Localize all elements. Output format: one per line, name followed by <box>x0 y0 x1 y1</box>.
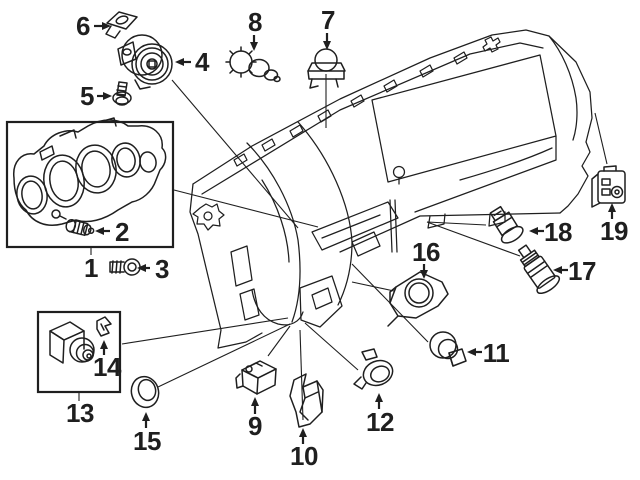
part-5-screw[interactable] <box>112 81 132 106</box>
callout-16-arrow <box>420 264 428 279</box>
part-12-ring-clip[interactable] <box>353 348 396 390</box>
leader-line-19 <box>594 112 608 165</box>
callout-4-arrow <box>175 58 191 66</box>
leader-line-17 <box>426 221 521 257</box>
callout-2[interactable]: 2 <box>115 217 129 247</box>
callout-8-arrow <box>250 35 258 51</box>
callout-9-arrow <box>251 397 259 414</box>
callout-1[interactable]: 1 <box>84 253 98 283</box>
callout-3[interactable]: 3 <box>155 254 169 284</box>
leader-line-12 <box>304 322 359 371</box>
callout-5-arrow <box>97 92 112 100</box>
callout-16[interactable]: 16 <box>412 237 440 267</box>
leader-line-13 <box>121 317 289 345</box>
callout-19[interactable]: 19 <box>600 216 628 246</box>
callout-11[interactable]: 11 <box>482 338 510 368</box>
part-13-sensor[interactable] <box>49 321 95 364</box>
leader-line-9 <box>267 325 291 357</box>
callout-10[interactable]: 10 <box>290 441 318 471</box>
part-11-round-sensor[interactable] <box>429 331 467 367</box>
part-14-clip[interactable] <box>96 316 112 337</box>
part-17-socket[interactable] <box>512 240 562 296</box>
leader-line-16 <box>351 281 395 292</box>
callout-10-arrow <box>299 428 307 444</box>
part-7-dome-sensor[interactable] <box>307 48 346 89</box>
callout-8[interactable]: 8 <box>248 7 262 37</box>
part-13-group-box <box>36 310 122 394</box>
part-3-screw[interactable] <box>109 258 141 276</box>
callout-15[interactable]: 15 <box>133 426 161 456</box>
callout-7-arrow <box>323 33 331 50</box>
part-10-bracket[interactable] <box>289 373 324 428</box>
callout-3-arrow <box>137 264 150 272</box>
callout-17[interactable]: 17 <box>568 256 596 286</box>
callout-15-arrow <box>142 412 150 428</box>
part-1-group-box <box>5 120 175 249</box>
callout-7[interactable]: 7 <box>321 5 335 35</box>
callout-19-arrow <box>608 203 616 219</box>
part-2-bulb-socket[interactable] <box>65 218 95 237</box>
part-16-housing[interactable] <box>387 271 449 327</box>
part-19-outlet[interactable] <box>591 165 626 208</box>
callout-5[interactable]: 5 <box>80 81 94 111</box>
callout-18[interactable]: 18 <box>544 217 572 247</box>
part-15-grommet-ring[interactable] <box>128 374 162 411</box>
callout-13[interactable]: 13 <box>66 398 94 428</box>
leader-line-4 <box>171 79 299 229</box>
callout-arrows <box>94 22 616 444</box>
leader-lines <box>78 74 608 421</box>
callout-6-arrow <box>94 22 111 30</box>
callout-4[interactable]: 4 <box>195 47 209 77</box>
callout-18-arrow <box>529 227 544 235</box>
callout-14[interactable]: 14 <box>93 352 121 382</box>
part-8-toothed-sensor[interactable] <box>225 46 281 83</box>
callout-12-arrow <box>375 393 383 409</box>
leader-line-1 <box>173 189 319 228</box>
callout-17-arrow <box>553 266 568 274</box>
callout-6[interactable]: 6 <box>76 11 90 41</box>
part-1-instrument-cluster[interactable] <box>13 117 167 226</box>
part-18-sensor[interactable] <box>486 203 525 246</box>
part-6-clip[interactable] <box>105 11 138 39</box>
callout-12[interactable]: 12 <box>366 407 394 437</box>
callout-2-arrow <box>95 227 110 235</box>
part-9-bracket[interactable] <box>235 360 277 395</box>
leader-line-15 <box>157 323 291 388</box>
callout-9[interactable]: 9 <box>248 411 262 441</box>
callout-14-arrow <box>100 340 108 355</box>
instrument-panel-drawing <box>189 29 593 349</box>
part-4-round-actuator[interactable] <box>117 34 173 90</box>
callout-11-arrow <box>467 348 482 356</box>
leader-line-18 <box>426 221 487 226</box>
